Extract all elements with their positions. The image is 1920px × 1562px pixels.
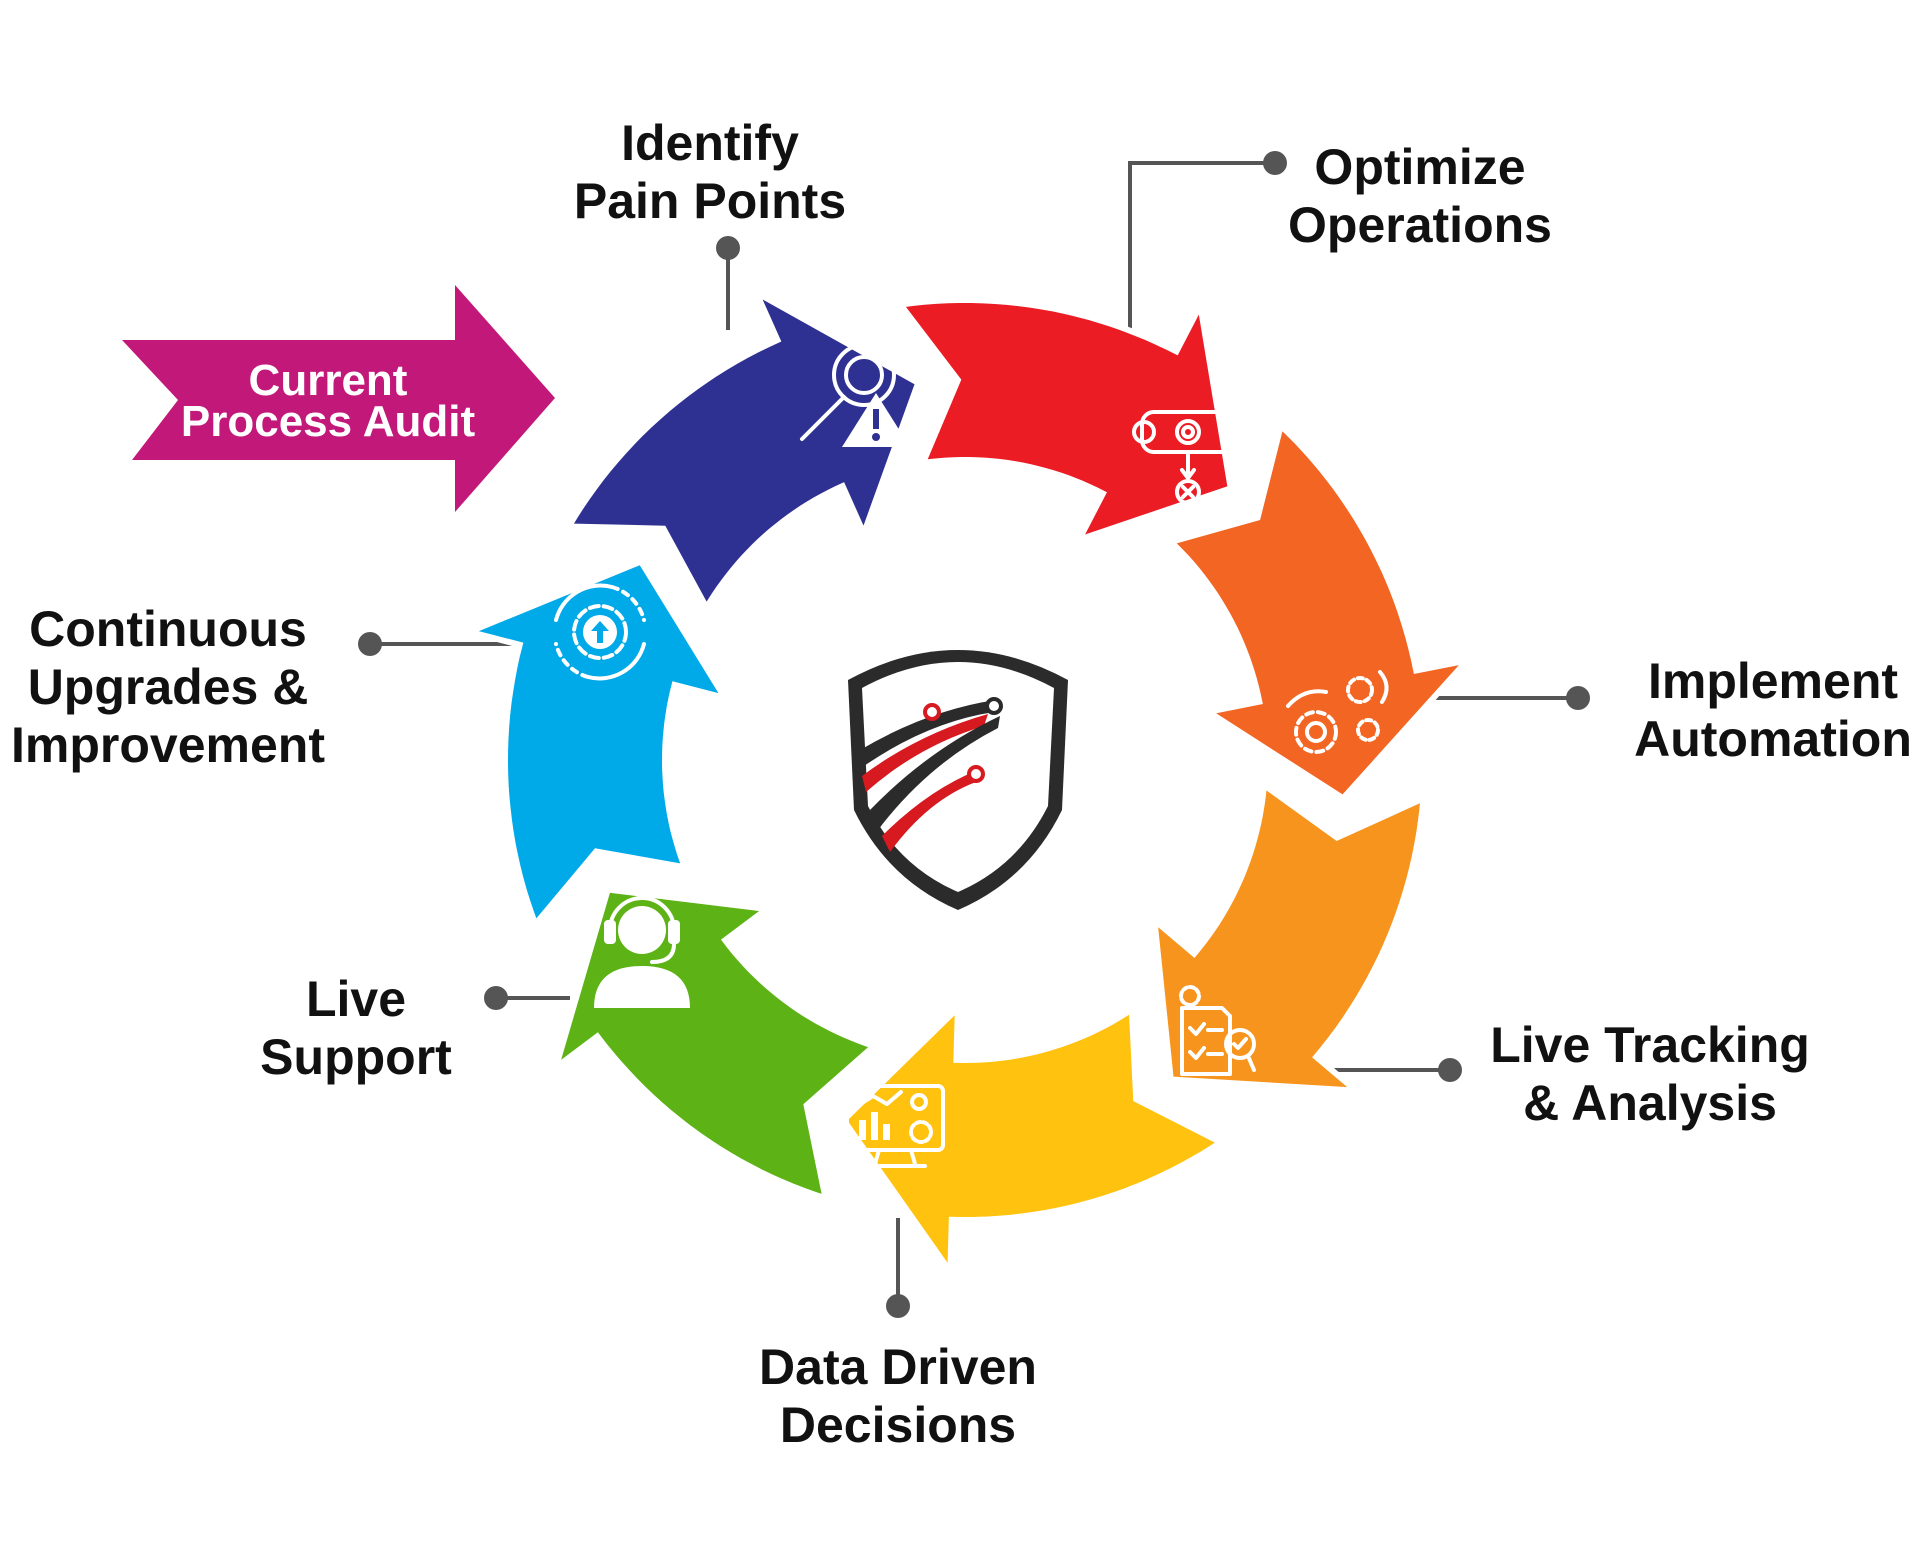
monitor-chart-icon <box>845 1084 945 1168</box>
step-labels: Identify Pain Points Optimize Operations… <box>11 115 1912 1453</box>
label-support-line-2: Support <box>260 1029 452 1085</box>
magnifier-warning-icon <box>800 343 910 447</box>
label-optimize-line-2: Operations <box>1288 197 1552 253</box>
dot-optimize <box>1263 151 1287 175</box>
label-tracking-line-2: & Analysis <box>1523 1075 1777 1131</box>
label-data-line-2: Decisions <box>780 1397 1016 1453</box>
segment-upgrades <box>459 557 732 931</box>
segment-implement <box>1165 419 1476 803</box>
label-support-line-1: Live <box>306 971 406 1027</box>
segment-tracking <box>1150 779 1427 1095</box>
label-identify-line-1: Identify <box>621 115 799 171</box>
label-upgrades-line-1: Continuous <box>29 601 307 657</box>
dot-upgrades <box>358 632 382 656</box>
dot-implement <box>1566 686 1590 710</box>
label-data-line-1: Data Driven <box>759 1339 1037 1395</box>
dot-data <box>886 1294 910 1318</box>
shield-logo-icon <box>848 650 1068 910</box>
label-upgrades-line-2: Upgrades & <box>28 659 309 715</box>
label-identify-line-2: Pain Points <box>574 173 846 229</box>
start-label-line-2: Process Audit <box>181 397 476 446</box>
start-arrow: Current Process Audit <box>122 285 555 512</box>
dot-support <box>484 986 508 1010</box>
label-tracking-line-1: Live Tracking <box>1490 1017 1810 1073</box>
checklist-search-icon <box>1179 985 1256 1076</box>
segment-identify <box>563 285 922 614</box>
label-implement-line-1: Implement <box>1648 653 1898 709</box>
gears-icon <box>1286 670 1389 754</box>
segment-optimize <box>894 295 1235 545</box>
workflow-gear-icon <box>1132 410 1244 505</box>
dot-tracking <box>1438 1058 1462 1082</box>
segment-support <box>550 886 881 1203</box>
leader-optimize <box>1128 161 1275 328</box>
start-arrow-shape <box>122 285 555 512</box>
label-upgrades-line-3: Improvement <box>11 717 325 773</box>
label-implement-line-2: Automation <box>1634 711 1912 767</box>
dot-identify <box>716 236 740 260</box>
segment-data <box>839 1000 1227 1281</box>
gear-cycle-upload-icon <box>554 583 646 681</box>
headset-agent-icon <box>594 896 690 1008</box>
label-optimize-line-1: Optimize <box>1314 139 1525 195</box>
start-label-line-1: Current <box>249 356 408 405</box>
leader-lines <box>358 151 1590 1318</box>
